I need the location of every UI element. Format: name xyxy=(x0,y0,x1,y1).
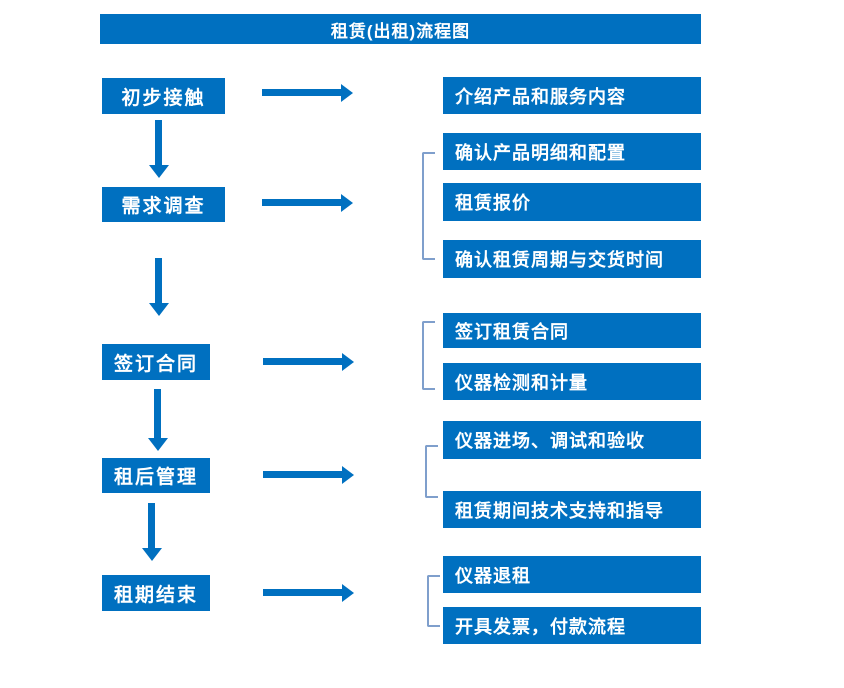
step-box-post-rental-management: 租后管理 xyxy=(102,458,210,493)
down-arrow-4 xyxy=(142,503,162,561)
detail-box-confirm-period-delivery: 确认租赁周期与交货时间 xyxy=(443,240,701,278)
bracket-group-4 xyxy=(427,575,440,627)
right-arrow-5 xyxy=(263,584,354,602)
detail-box-instrument-testing: 仪器检测和计量 xyxy=(443,363,701,400)
right-arrow-4 xyxy=(263,466,354,484)
detail-box-confirm-product-config: 确认产品明细和配置 xyxy=(443,133,701,170)
down-arrow-2 xyxy=(149,258,169,316)
detail-box-introduce-products: 介绍产品和服务内容 xyxy=(443,77,701,114)
step-box-rental-end: 租期结束 xyxy=(102,575,210,611)
detail-box-instrument-return: 仪器退租 xyxy=(443,556,701,593)
step-box-initial-contact: 初步接触 xyxy=(102,78,225,114)
title-bar: 租赁(出租)流程图 xyxy=(100,14,701,44)
detail-box-sign-rental-contract: 签订租赁合同 xyxy=(443,313,701,348)
detail-box-tech-support: 租赁期间技术支持和指导 xyxy=(443,491,701,528)
right-arrow-2 xyxy=(262,194,353,212)
right-arrow-3 xyxy=(263,353,354,371)
bracket-group-3 xyxy=(425,445,438,498)
down-arrow-1 xyxy=(149,120,169,178)
detail-box-rental-quotation: 租赁报价 xyxy=(443,183,701,221)
bracket-group-1 xyxy=(422,152,435,260)
detail-box-invoice-payment: 开具发票，付款流程 xyxy=(443,607,701,644)
down-arrow-3 xyxy=(148,389,168,451)
step-box-sign-contract: 签订合同 xyxy=(102,344,210,380)
right-arrow-1 xyxy=(262,84,353,102)
page-title: 租赁(出租)流程图 xyxy=(330,21,471,41)
bracket-group-2 xyxy=(422,321,435,390)
detail-box-instrument-setup-acceptance: 仪器进场、调试和验收 xyxy=(443,421,701,459)
step-box-demand-survey: 需求调查 xyxy=(102,187,225,222)
